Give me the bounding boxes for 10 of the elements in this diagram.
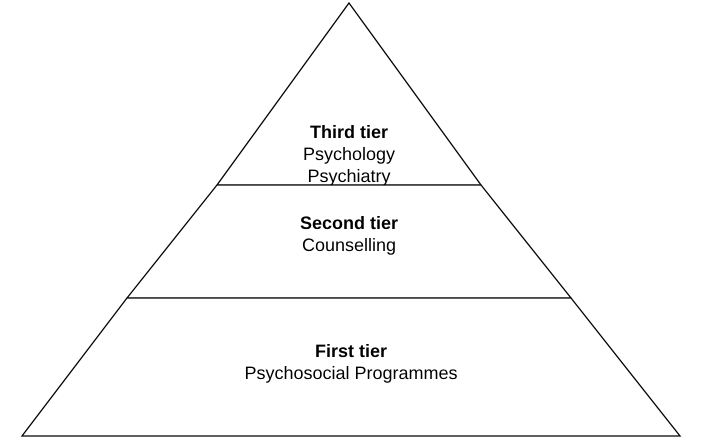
tier-label: Psychosocial Programmes xyxy=(243,362,459,384)
pyramid-tier xyxy=(22,298,680,436)
tier-label: Psychology xyxy=(302,143,396,165)
pyramid-tier xyxy=(127,185,571,298)
tier-label: Psychiatry xyxy=(306,165,392,187)
pyramid-tier xyxy=(217,3,481,185)
tier-label: Counselling xyxy=(300,234,398,256)
tier-heading: Third tier xyxy=(308,121,389,143)
tier-heading: Second tier xyxy=(298,212,400,234)
tier-heading: First tier xyxy=(314,340,388,362)
